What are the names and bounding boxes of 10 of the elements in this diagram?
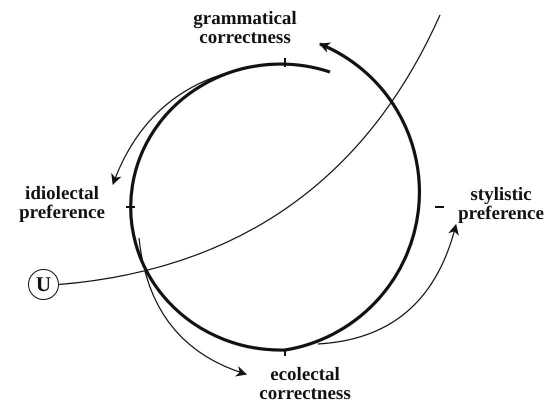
circled-letter: U xyxy=(28,269,59,300)
curved-arrow xyxy=(318,224,458,345)
category-label: idiolectal preference xyxy=(4,184,120,222)
category-label: ecolectal correctness xyxy=(246,365,364,403)
curved-arrow xyxy=(112,65,258,186)
category-label: stylistic preference xyxy=(446,185,556,223)
curved-arrow xyxy=(138,238,248,376)
curved-line xyxy=(58,14,441,286)
category-label: grammatical correctness xyxy=(170,9,320,47)
curved-arrow xyxy=(129,42,421,352)
